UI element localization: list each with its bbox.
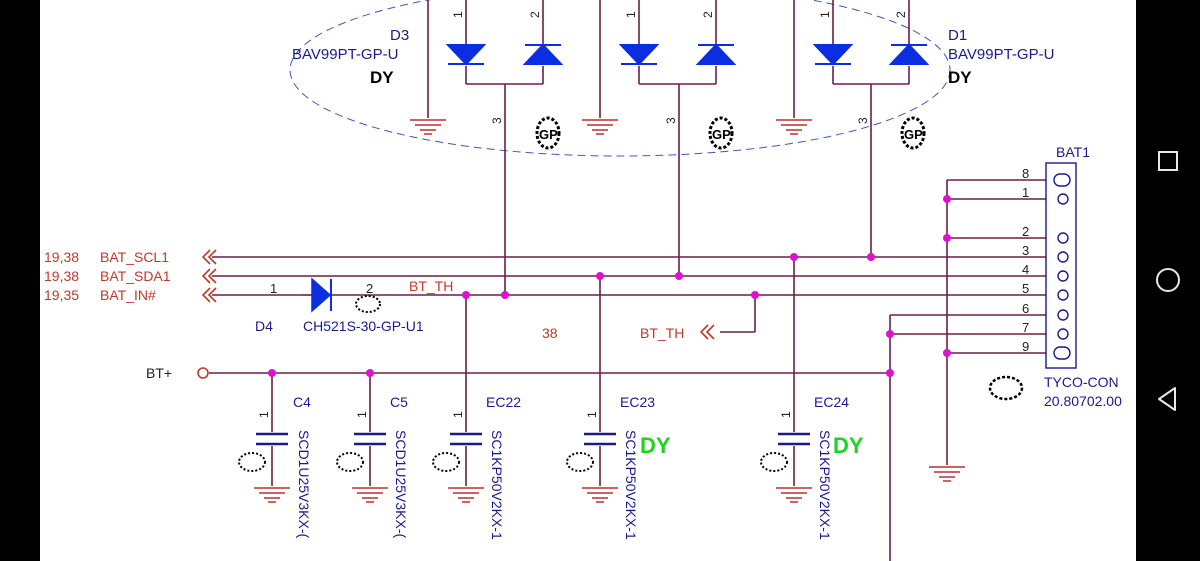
- gp-mark: GP: [539, 127, 558, 142]
- recent-apps-icon: [1158, 151, 1178, 171]
- bt-plus-terminal: [197, 367, 209, 379]
- schematic-text: 2: [894, 11, 908, 18]
- schematic-text: 8: [1022, 166, 1029, 181]
- bt-th-offpage: BT_TH: [640, 325, 684, 341]
- bt-plus-label: BT+: [146, 365, 172, 381]
- android-nav-bar: [1136, 0, 1200, 561]
- schematic-text: 6: [1022, 301, 1029, 316]
- d3-part: BAV99PT-GP-U: [292, 46, 398, 63]
- net-pages: 19,38: [44, 249, 79, 265]
- d1-part: BAV99PT-GP-U: [948, 46, 1054, 63]
- schematic-text: 2: [1022, 224, 1029, 239]
- capacitor-plates: [256, 432, 810, 446]
- ground-icons-top: [410, 119, 812, 135]
- cap-ref-c4: C4: [293, 394, 311, 410]
- cap-ref-c5: C5: [390, 394, 408, 410]
- top-wires: [427, 0, 910, 295]
- schematic-text: 1: [818, 11, 832, 18]
- connector-mark-icon: [988, 375, 1024, 401]
- schematic-text: 4: [1022, 262, 1029, 277]
- d4-ref: D4: [255, 318, 273, 334]
- d4-diode: [302, 277, 332, 313]
- schematic-text: SC1KP50V2KX-1: [817, 430, 833, 540]
- schematic-text: 7: [1022, 320, 1029, 335]
- net-bat-scl1: BAT_SCL1: [100, 249, 169, 265]
- home-button[interactable]: [1148, 260, 1188, 300]
- cap-refs: C4 C5 EC22 EC23 EC24: [293, 394, 849, 410]
- d1-ref: D1: [948, 27, 967, 44]
- connector-partno: 20.80702.00: [1044, 393, 1122, 409]
- net-pages: 19,35: [44, 287, 79, 303]
- d4-pin2: 2: [366, 281, 373, 296]
- ground-icon-connector: [929, 466, 965, 482]
- schematic-text: SC1KP50V2KX-1: [623, 430, 639, 540]
- gp-marks: GP GP GP: [535, 116, 926, 150]
- schematic-text: 3: [856, 117, 870, 124]
- gp-mark: GP: [904, 127, 923, 142]
- schematic-text: 1: [779, 411, 793, 418]
- schematic-text: SC1KP50V2KX-1: [489, 430, 505, 540]
- net-pages: 19,38: [44, 268, 79, 284]
- schematic-text: 1: [451, 411, 465, 418]
- d1-dy: DY: [948, 68, 972, 87]
- schematic-text: 1: [355, 411, 369, 418]
- back-button[interactable]: [1148, 379, 1188, 419]
- schematic-text: 2: [528, 11, 542, 18]
- diode-pairs: [445, 43, 930, 66]
- diode-pin-numbers: 1 2 1 2 1 2 3 3 3: [451, 11, 908, 124]
- net-bat-in: BAT_IN#: [100, 287, 156, 303]
- schematic-text: 3: [664, 117, 678, 124]
- schematic-text: SCD1U25V3KX-(: [393, 430, 409, 538]
- schematic-sheet: 1 2 1 2 1 2 3 3 3 D3 BAV99PT-GP-U DY D1 …: [40, 0, 1136, 561]
- home-icon: [1156, 268, 1180, 292]
- cap-parts: SCD1U25V3KX-( SCD1U25V3KX-( SC1KP50V2KX-…: [296, 430, 833, 540]
- schematic-text: 5: [1022, 281, 1029, 296]
- recent-apps-button[interactable]: [1148, 141, 1188, 181]
- cap-ref-ec22: EC22: [486, 394, 521, 410]
- gp-cap-marks: [238, 452, 788, 472]
- connector-part: TYCO-CON: [1044, 374, 1119, 390]
- schematic-text: SCD1U25V3KX-(: [296, 430, 312, 538]
- ec24-dy: DY: [833, 433, 864, 458]
- ec23-dy: DY: [640, 433, 671, 458]
- ground-icons-caps: [254, 487, 812, 503]
- group-outline: [289, 0, 951, 157]
- schematic-text: 1: [624, 11, 638, 18]
- junction-dots: [268, 195, 951, 377]
- bt-th-page: 38: [542, 325, 558, 341]
- bt-th-label: BT_TH: [409, 278, 453, 294]
- net-arrows: [201, 249, 715, 340]
- cap-ref-ec23: EC23: [620, 394, 655, 410]
- connector-pins: [1053, 173, 1071, 360]
- schematic-text: 2: [701, 11, 715, 18]
- schematic-text: 3: [1022, 243, 1029, 258]
- d3-dy: DY: [370, 68, 394, 87]
- d3-ref: D3: [390, 27, 409, 44]
- schematic-text: 1: [451, 11, 465, 18]
- schematic-text: 1: [585, 411, 599, 418]
- back-icon: [1158, 387, 1176, 411]
- schematic-text: 1: [1022, 185, 1029, 200]
- left-net-labels: 19,38 BAT_SCL1 19,38 BAT_SDA1 19,35 BAT_…: [44, 249, 171, 303]
- d4-pin1: 1: [270, 281, 277, 296]
- connector-ref: BAT1: [1056, 144, 1090, 160]
- schematic-text: 1: [257, 411, 271, 418]
- net-bat-sda1: BAT_SDA1: [100, 268, 171, 284]
- schematic-text: 3: [490, 117, 504, 124]
- connector-pin-numbers: 8 1 2 3 4 5 6 7 9: [1022, 166, 1029, 354]
- d4-part: CH521S-30-GP-U1: [303, 318, 424, 334]
- schematic-canvas: 1 2 1 2 1 2 3 3 3 D3 BAV99PT-GP-U DY D1 …: [44, 0, 1122, 561]
- cap-pins: 1 1 1 1 1: [257, 411, 793, 418]
- gp-mark: GP: [712, 127, 731, 142]
- schematic-text: 9: [1022, 339, 1029, 354]
- cap-ref-ec24: EC24: [814, 394, 849, 410]
- gp-small-icon: [355, 295, 381, 313]
- bus-lines: [209, 179, 1058, 561]
